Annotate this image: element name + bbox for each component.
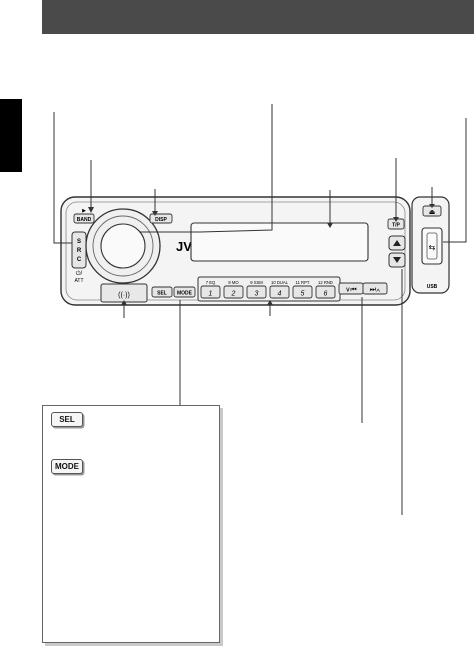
arrowhead-display [327,223,333,228]
preset-label-3: 9 SSM [250,280,263,285]
header-bar [42,0,474,34]
leader-src [53,112,72,244]
band-button[interactable] [73,213,95,224]
mode-key: MODE [51,459,83,474]
sel-key: SEL [51,412,83,427]
power-icon: ⏻/ [76,270,83,277]
preset-button-6[interactable] [315,285,336,299]
preset-button-3[interactable] [246,285,267,299]
display-window [190,222,369,262]
preset-button-1[interactable] [200,285,221,299]
band-label: BAND [77,217,92,223]
preset-button-5[interactable] [292,285,313,299]
disp-button[interactable] [149,213,173,224]
next-track-icon: ⏭∧ [370,287,381,294]
preset-number-4: 4 [278,291,282,298]
preset-button-4[interactable] [269,285,290,299]
arrowhead-sensor [121,300,127,305]
preset-number-3: 3 [255,291,259,298]
control-dial-knob[interactable] [100,223,146,269]
preset-label-5: 11 RPT [296,280,310,285]
arrowhead-eject [429,204,435,208]
leader-arrowheads [88,204,435,305]
leader-usb [443,118,467,243]
eject-icon: ⏏ [429,209,436,216]
disp-label: DISP [155,217,167,223]
next-button[interactable] [362,282,388,295]
att-label: ATT [74,278,83,284]
preset-label-4: 10 DUAL [271,280,289,285]
tp-label: T/P [392,223,400,229]
preset-button-2[interactable] [223,285,244,299]
up-arrow-icon [393,240,401,246]
src-letter-c: C [77,257,82,263]
language-tab [0,99,22,172]
arrowhead-band [88,207,94,213]
sel-mode-callout: SEL MODE [42,405,220,643]
leader-lines [53,104,467,515]
down-arrow-icon [393,257,401,263]
preset-number-2: 2 [231,291,236,298]
band-play-icon: ▶ [82,208,86,214]
sel-button[interactable] [151,286,173,298]
preset-number-6: 6 [324,291,328,298]
usb-label: USB [427,284,438,290]
preset-buttons: 7 EQ 1 8 MO 2 9 SSM 3 10 DUAL 4 11 RPT 5 12 RND 6 [200,280,336,299]
remote-sensor-icon: ((·)) [118,292,130,299]
arrowhead-disp [152,211,158,216]
preset-label-2: 8 MO [228,280,239,285]
preset-number-5: 5 [301,291,305,298]
usb-icon: ⇆ [429,243,436,252]
preset-number-1: 1 [209,291,213,298]
src-letter-r: R [77,248,82,254]
mode-label: MODE [177,291,193,297]
sel-label: SEL [157,291,167,297]
preset-label-6: 12 RND [318,280,333,285]
mode-button[interactable] [173,286,196,298]
prev-track-icon: ∨⏮ [345,287,356,294]
arrowhead-presets [267,300,273,305]
arrowhead-tp [393,217,399,222]
src-letter-s: S [77,239,81,245]
usb-slot-inner [426,232,438,260]
preset-label-1: 7 EQ [206,280,216,285]
leader-dial [140,104,273,233]
control-dial-ring [92,215,154,277]
